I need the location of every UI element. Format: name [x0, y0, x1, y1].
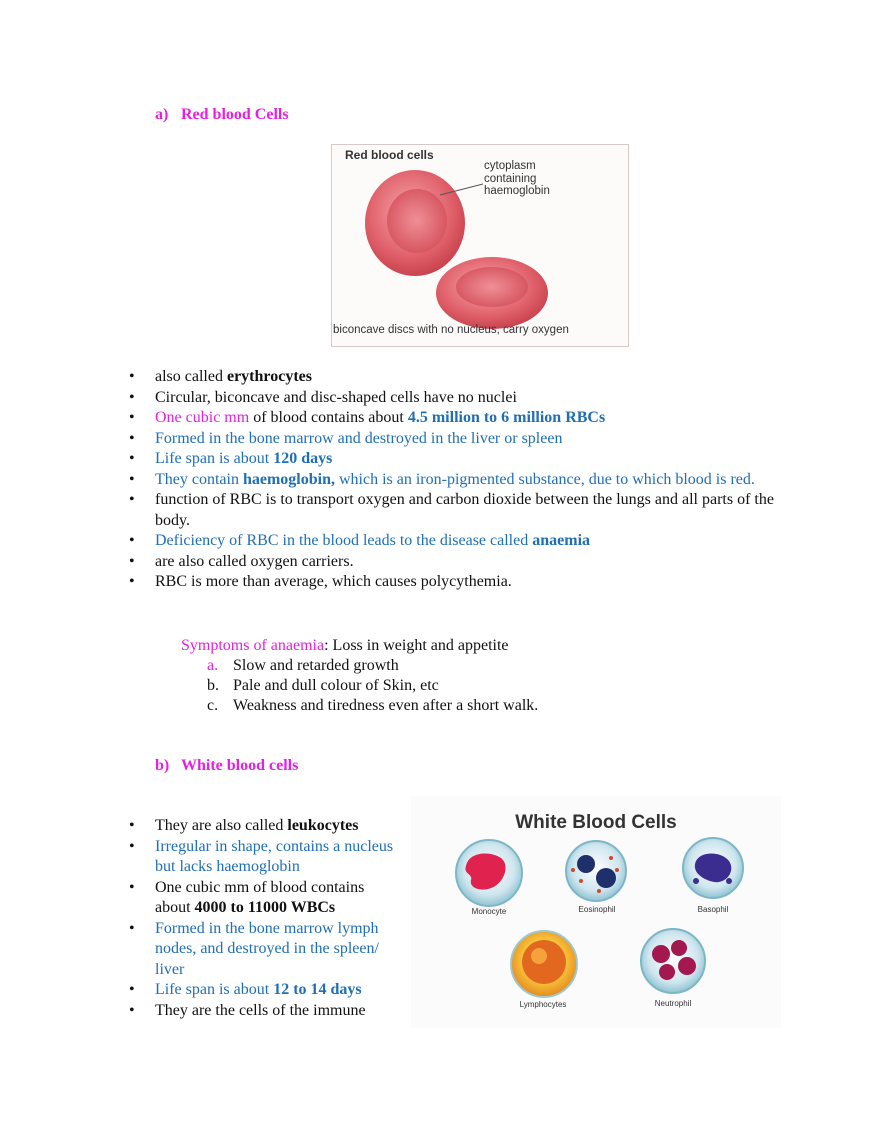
- bullet-bold-text: 4000 to 11000 WBCs: [194, 899, 336, 916]
- rbc-label-line: containing: [484, 172, 537, 185]
- list-item: RBC is more than average, which causes p…: [129, 572, 779, 593]
- rbc-figure-caption: biconcave discs with no nucleus, carry o…: [333, 324, 569, 336]
- bullet-bold-text: 120 days: [273, 450, 333, 467]
- rbc-heading-title: Red blood Cells: [181, 106, 289, 123]
- rbc-label-line: haemoglobin: [484, 185, 550, 197]
- list-item: They contain haemoglobin, which is an ir…: [129, 470, 779, 491]
- wbc-label: Neutrophil: [654, 999, 692, 1008]
- rbc-figure-label: cytoplasm containing haemoglobin: [484, 160, 550, 198]
- bullet-text: Circular, biconcave and disc-shaped cell…: [155, 388, 517, 406]
- bullet-text: They contain: [155, 470, 243, 488]
- wbc-label: Basophil: [697, 905, 729, 914]
- list-item: They are also called leukocytes: [129, 816, 401, 837]
- rbc-figure-title: Red blood cells: [345, 148, 434, 162]
- bullet-text: They are the cells of the immune: [155, 1001, 366, 1019]
- rbc-bullet-list: also called erythrocytes Circular, bicon…: [129, 367, 779, 593]
- bullet-text: Formed in the bone marrow and destroyed …: [155, 429, 563, 447]
- bullet-bold-text: haemoglobin,: [242, 470, 335, 488]
- rbc-illustration: [365, 170, 548, 329]
- list-marker: a.: [207, 657, 219, 674]
- list-item: Circular, biconcave and disc-shaped cell…: [129, 388, 779, 409]
- wbc-illustration: [455, 837, 744, 998]
- list-item: also called erythrocytes: [129, 367, 779, 388]
- bullet-text: Deficiency of RBC in the blood leads to …: [155, 532, 533, 549]
- rbc-figure: Red blood cells cytoplasm containing hae…: [331, 144, 629, 347]
- rbc-label-line: cytoplasm: [484, 160, 536, 172]
- rbc-heading-marker: a): [155, 106, 169, 123]
- monocyte-cell: [455, 839, 523, 907]
- anaemia-symptoms-list: a. Slow and retarded growth b. Pale and du…: [207, 656, 538, 716]
- bullet-highlight-text: One cubic mm: [155, 409, 250, 426]
- wbc-label: Lymphocytes: [519, 1000, 567, 1009]
- wbc-figure: White Blood Cells: [411, 796, 781, 1028]
- symptoms-text: : Loss in weight and appetite: [324, 637, 509, 654]
- rbc-cell-bottom: [436, 257, 548, 329]
- rbc-label-pointer: [439, 183, 484, 196]
- list-item: One cubic mm of blood contains about 400…: [129, 878, 401, 919]
- list-item: c. Weakness and tiredness even after a sh…: [207, 696, 538, 716]
- bullet-text: They are also called: [155, 817, 288, 834]
- list-item-text: Weakness and tiredness even after a shor…: [233, 697, 539, 714]
- wbc-figure-title: White Blood Cells: [515, 812, 677, 833]
- neutrophil-cell: [640, 928, 706, 994]
- list-item: They are the cells of the immune: [129, 1001, 401, 1022]
- list-item: Deficiency of RBC in the blood leads to …: [129, 531, 779, 552]
- wbc-heading-marker: b): [155, 757, 170, 774]
- list-item: function of RBC is to transport oxygen a…: [129, 490, 779, 531]
- wbc-bullet-list: They are also called leukocytes Irregula…: [129, 816, 401, 1021]
- wbc-section-heading: b) White blood cells: [155, 757, 298, 775]
- bullet-bold-text: 12 to 14 days: [273, 981, 362, 998]
- bullet-text: of blood contains about: [249, 409, 408, 426]
- basophil-cell: [682, 837, 744, 899]
- anaemia-symptoms-intro: Symptoms of anaemia: Loss in weight and …: [181, 636, 509, 656]
- bullet-text: RBC is more than average, which causes p…: [155, 573, 512, 590]
- symptoms-label: Symptoms of anaemia: [181, 637, 325, 654]
- bullet-text: also called: [155, 368, 227, 385]
- list-marker: b.: [207, 677, 219, 694]
- lymphocyte-cell: [510, 930, 578, 998]
- bullet-bold-text: erythrocytes: [226, 368, 312, 385]
- bullet-bold-text: leukocytes: [287, 817, 359, 834]
- list-item-text: Pale and dull colour of Skin, etc: [233, 677, 439, 694]
- wbc-label: Monocyte: [471, 907, 507, 916]
- bullet-text: Formed in the bone marrow lymph nodes, a…: [155, 919, 379, 978]
- bullet-text: which is an iron-pigmented substance, du…: [334, 470, 755, 488]
- list-item: Life span is about 120 days: [129, 449, 779, 470]
- list-item: One cubic mm of blood contains about 4.5…: [129, 408, 779, 429]
- eosinophil-cell: [565, 840, 627, 902]
- list-marker: c.: [207, 697, 219, 714]
- bullet-text: One cubic mm of blood contains about: [155, 878, 365, 917]
- bullet-text: Life span is about: [155, 981, 274, 998]
- rbc-cell-top: [365, 170, 465, 276]
- list-item: a. Slow and retarded growth: [207, 656, 538, 676]
- list-item: b. Pale and dull colour of Skin, etc: [207, 676, 538, 696]
- wbc-label: Eosinophil: [578, 905, 616, 914]
- bullet-text: Irregular in shape, contains a nucleus b…: [155, 837, 394, 876]
- bullet-text: are also called oxygen carriers.: [155, 552, 354, 570]
- bullet-text: function of RBC is to transport oxygen a…: [155, 491, 774, 529]
- list-item: Irregular in shape, contains a nucleus b…: [129, 837, 401, 878]
- list-item: Life span is about 12 to 14 days: [129, 980, 401, 1001]
- rbc-section-heading: a) Red blood Cells: [155, 106, 289, 124]
- bullet-bold-text: 4.5 million to 6 million RBCs: [407, 409, 606, 426]
- bullet-text: Life span is about: [155, 450, 274, 467]
- list-item: Formed in the bone marrow lymph nodes, a…: [129, 919, 401, 981]
- list-item: are also called oxygen carriers.: [129, 552, 779, 573]
- list-item: Formed in the bone marrow and destroyed …: [129, 429, 779, 450]
- list-item-text: Slow and retarded growth: [233, 657, 399, 674]
- bullet-bold-text: anaemia: [532, 532, 591, 549]
- wbc-heading-title: White blood cells: [181, 757, 299, 774]
